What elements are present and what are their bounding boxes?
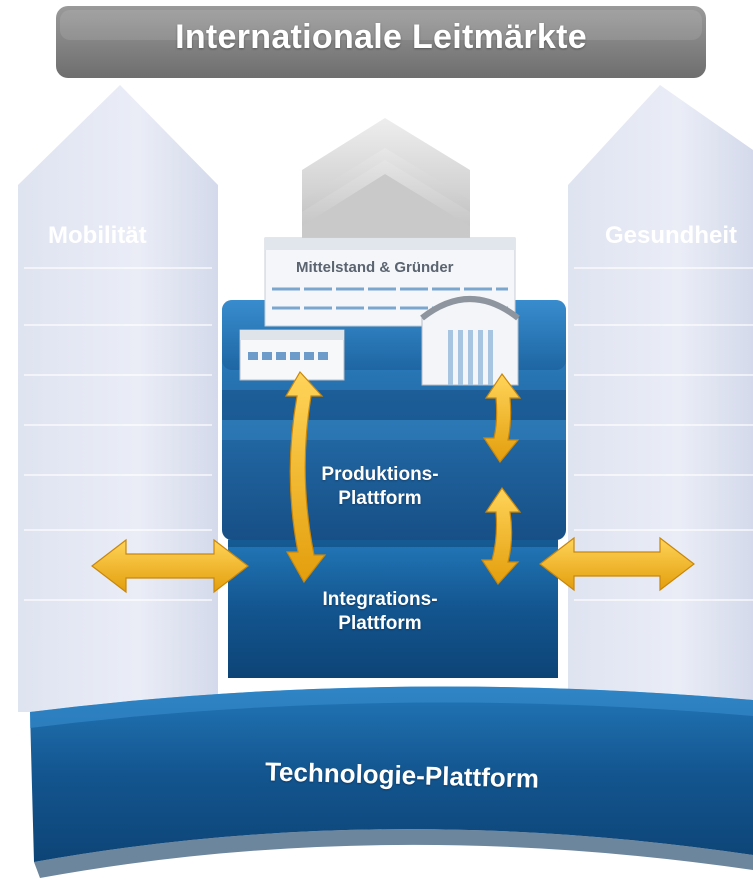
double-arrow-icon bbox=[91, 370, 695, 594]
pillar-label-mobility: Mobilität bbox=[48, 222, 147, 249]
production-platform-line1: Produktions- bbox=[321, 464, 439, 485]
production-platform-label: Produktions- Plattform bbox=[310, 463, 450, 511]
technology-platform bbox=[30, 686, 753, 878]
integration-platform-line1: Integrations- bbox=[322, 589, 438, 610]
pillar-mobility bbox=[18, 85, 218, 712]
integration-platform-label: Integrations- Plattform bbox=[305, 588, 455, 636]
factory-icon bbox=[239, 329, 345, 381]
chevron-roof-icon bbox=[302, 118, 470, 250]
hangar-icon bbox=[420, 296, 520, 386]
building-label: Mittelstand & Gründer bbox=[296, 259, 454, 276]
pillar-label-health: Gesundheit bbox=[605, 222, 738, 249]
integration-platform-line2: Plattform bbox=[338, 613, 422, 634]
banner bbox=[56, 6, 706, 78]
pillar-health bbox=[568, 85, 753, 712]
banner-title: Internationale Leitmärkte bbox=[175, 18, 587, 56]
production-platform-line2: Plattform bbox=[338, 488, 422, 509]
